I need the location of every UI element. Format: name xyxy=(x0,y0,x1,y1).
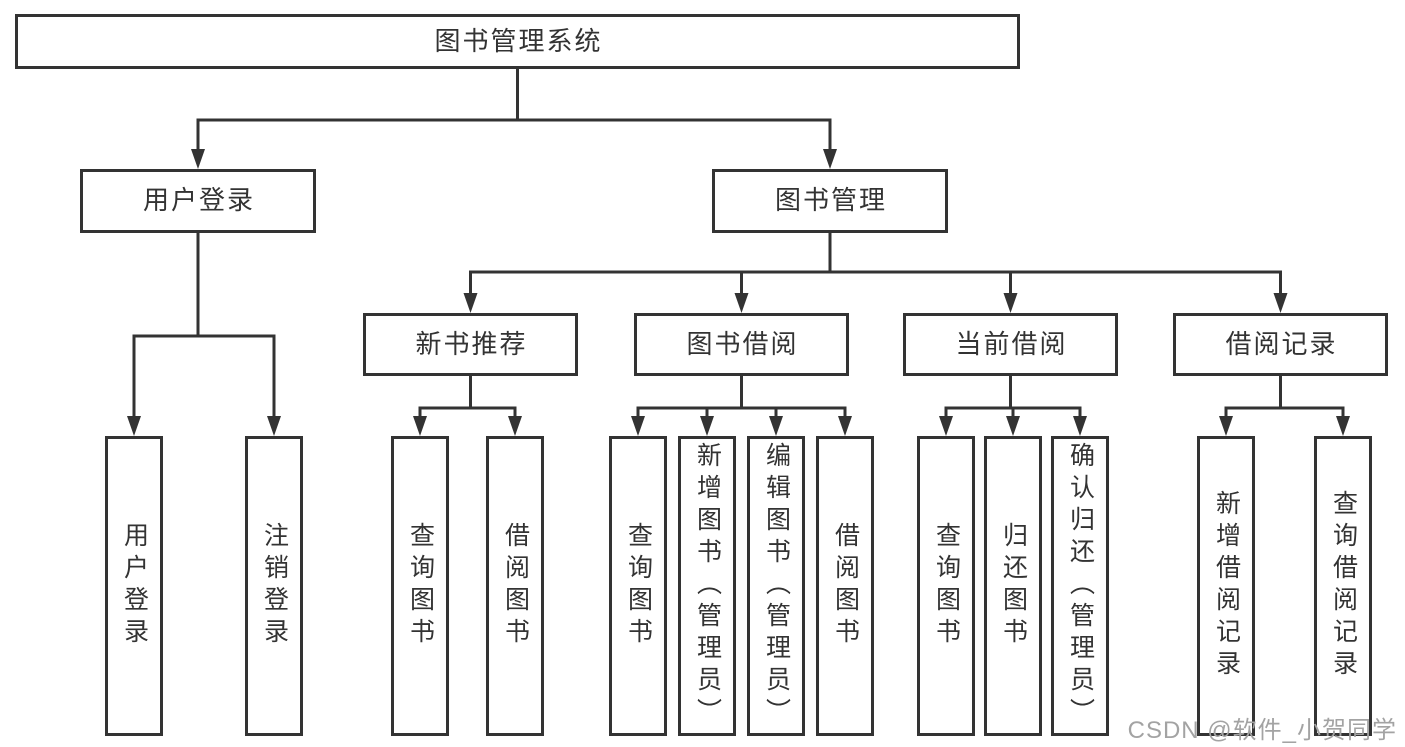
arrowhead-icon xyxy=(838,416,852,436)
node-label-do-login: 用户登录 xyxy=(120,522,149,650)
node-do-login: 用户登录 xyxy=(105,436,163,736)
arrowhead-icon xyxy=(508,416,522,436)
node-label-book-mgmt: 图书管理 xyxy=(774,185,887,216)
node-borrow-records: 借阅记录 xyxy=(1173,313,1388,376)
node-label-root: 图书管理系统 xyxy=(434,25,603,56)
node-book-borrow: 图书借阅 xyxy=(634,313,849,376)
node-br-add-record: 新增借阅记录 xyxy=(1197,436,1255,736)
arrowhead-icon xyxy=(1006,416,1020,436)
node-rec-query-book: 查询图书 xyxy=(391,436,449,736)
node-label-new-book-rec: 新书推荐 xyxy=(415,328,528,359)
node-label-book-borrow: 图书借阅 xyxy=(686,328,799,359)
arrowhead-icon xyxy=(823,149,837,169)
arrowhead-icon xyxy=(769,416,783,436)
node-new-book-rec: 新书推荐 xyxy=(363,313,578,376)
node-bb-edit-book: 编辑图书（管理员） xyxy=(747,436,805,736)
node-label-bb-borrow-book: 借阅图书 xyxy=(831,522,860,650)
arrowhead-icon xyxy=(1219,416,1233,436)
node-rec-borrow-book: 借阅图书 xyxy=(486,436,544,736)
arrowhead-icon xyxy=(939,416,953,436)
node-label-cb-return-book: 归还图书 xyxy=(999,522,1028,650)
arrowhead-icon xyxy=(267,416,281,436)
node-bb-add-book: 新增图书（管理员） xyxy=(678,436,736,736)
arrowhead-icon xyxy=(700,416,714,436)
node-label-bb-edit-book: 编辑图书（管理员） xyxy=(762,442,791,730)
node-book-mgmt: 图书管理 xyxy=(712,169,948,233)
node-label-rec-query-book: 查询图书 xyxy=(406,522,435,650)
node-user-login: 用户登录 xyxy=(80,169,316,233)
arrowhead-icon xyxy=(1073,416,1087,436)
node-do-logout: 注销登录 xyxy=(245,436,303,736)
node-cb-confirm: 确认归还（管理员） xyxy=(1051,436,1109,736)
node-label-cb-confirm: 确认归还（管理员） xyxy=(1066,442,1095,730)
node-cb-query-book: 查询图书 xyxy=(917,436,975,736)
node-cb-return-book: 归还图书 xyxy=(984,436,1042,736)
arrowhead-icon xyxy=(413,416,427,436)
arrowhead-icon xyxy=(631,416,645,436)
arrowhead-icon xyxy=(734,293,749,313)
arrowhead-icon xyxy=(463,293,478,313)
node-label-user-login: 用户登录 xyxy=(142,185,255,216)
node-bb-query-book: 查询图书 xyxy=(609,436,667,736)
arrowhead-icon xyxy=(1336,416,1350,436)
node-br-query-record: 查询借阅记录 xyxy=(1314,436,1372,736)
node-root: 图书管理系统 xyxy=(15,14,1020,69)
node-label-cb-query-book: 查询图书 xyxy=(932,522,961,650)
arrowhead-icon xyxy=(127,416,141,436)
arrowhead-icon xyxy=(1003,293,1018,313)
node-label-br-add-record: 新增借阅记录 xyxy=(1212,490,1241,682)
node-label-rec-borrow-book: 借阅图书 xyxy=(501,522,530,650)
node-label-bb-query-book: 查询图书 xyxy=(624,522,653,650)
node-label-br-query-record: 查询借阅记录 xyxy=(1329,490,1358,682)
arrowhead-icon xyxy=(1273,293,1288,313)
node-label-borrow-records: 借阅记录 xyxy=(1225,328,1338,359)
node-bb-borrow-book: 借阅图书 xyxy=(816,436,874,736)
node-current-borrow: 当前借阅 xyxy=(903,313,1118,376)
node-label-bb-add-book: 新增图书（管理员） xyxy=(693,442,722,730)
arrowhead-icon xyxy=(191,149,205,169)
node-label-do-logout: 注销登录 xyxy=(260,522,289,650)
node-label-current-borrow: 当前借阅 xyxy=(955,328,1068,359)
